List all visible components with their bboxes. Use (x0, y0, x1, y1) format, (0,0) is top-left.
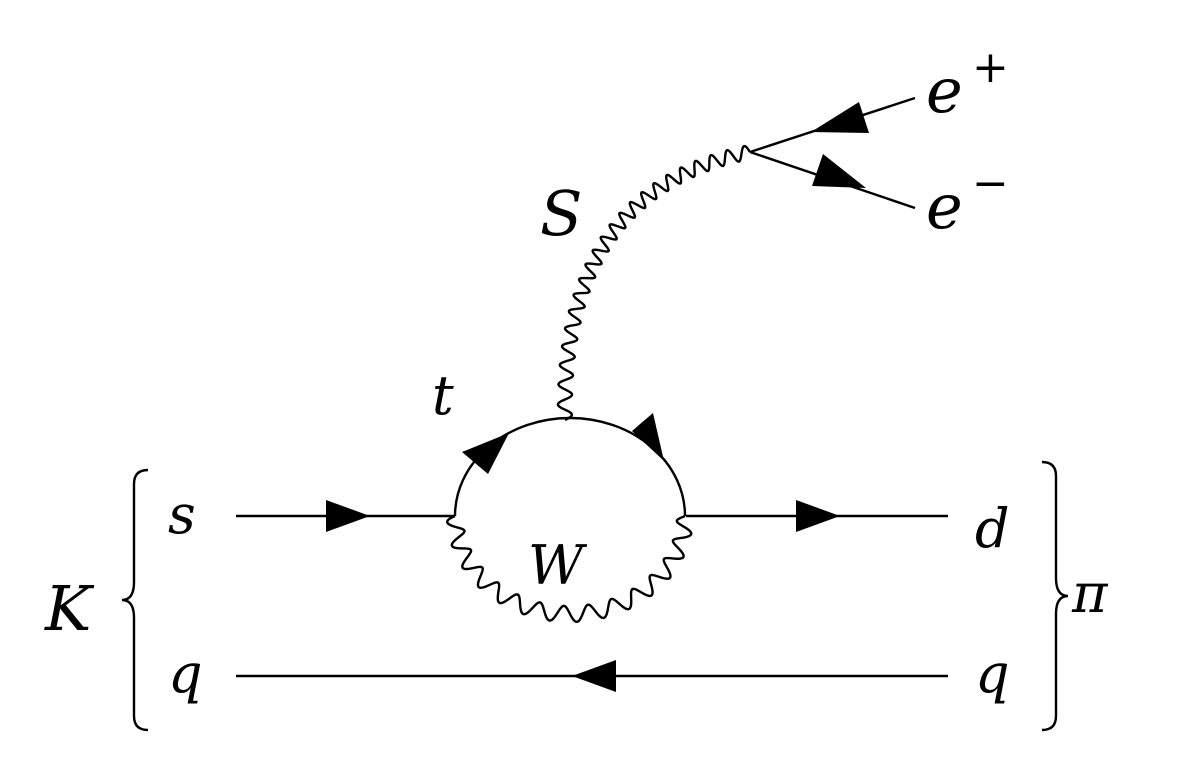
s-boson-line (556, 144, 752, 422)
label-positron: e (926, 54, 963, 127)
label-q-quark-left: q (168, 642, 203, 705)
w-boson-loop-arc (446, 514, 693, 624)
label-top-quark: t (432, 364, 454, 427)
kaon-brace (121, 468, 149, 732)
positron-arrow (811, 102, 869, 133)
pion-brace (1041, 460, 1069, 732)
electron-arrow (812, 154, 866, 188)
label-electron-charge: − (972, 158, 1009, 209)
label-s-quark: s (168, 483, 196, 546)
label-q-quark-right: q (975, 642, 1010, 705)
spectator-quark-arrow (572, 660, 616, 692)
outgoing-d-quark-arrow (796, 500, 840, 532)
label-kaon: K (44, 572, 95, 645)
label-w-boson: W (528, 534, 588, 597)
label-electron: e (926, 170, 963, 243)
top-quark-arrow-left (462, 433, 509, 474)
label-s-boson: S (540, 177, 582, 250)
incoming-s-quark-arrow (326, 500, 370, 532)
label-positron-charge: + (972, 42, 1009, 93)
top-quark-arrow-right (632, 413, 664, 461)
label-pion: π (1071, 562, 1109, 625)
label-d-quark: d (975, 497, 1010, 560)
